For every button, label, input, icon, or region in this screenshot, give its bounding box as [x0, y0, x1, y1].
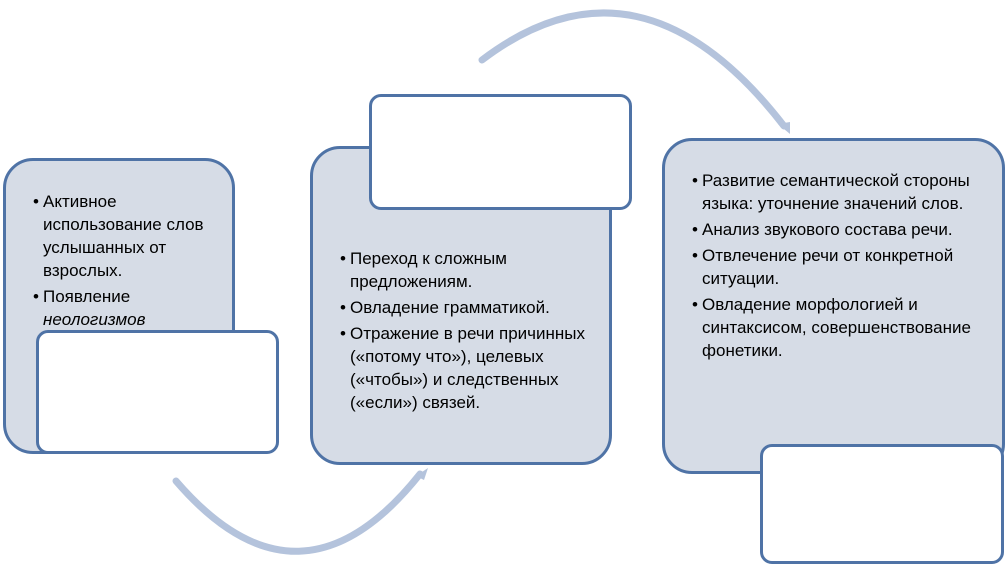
- stage-2-item: Овладение грамматикой.: [340, 296, 595, 319]
- stage-panel-3: Развитие семантической стороны языка: ут…: [662, 138, 1005, 474]
- curved-arrow-bottom: [172, 470, 424, 555]
- stage-1-item: Активное использование слов услышанных о…: [33, 190, 223, 282]
- stage-3-item: Овладение морфологией и синтаксисом, сов…: [692, 293, 987, 362]
- stage-3-item: Анализ звукового состава речи.: [692, 218, 987, 241]
- stage-1-list: Активное использование слов услышанных о…: [33, 190, 223, 334]
- stage-2-item: Отражение в речи причинных («потому что»…: [340, 322, 595, 414]
- empty-note-box-1: [36, 330, 279, 454]
- empty-note-box-3: [760, 444, 1004, 564]
- curved-arrow-top: [478, 9, 788, 130]
- arrowhead-bottom: [416, 468, 428, 480]
- stage-3-item: Отвлечение речи от конкретной ситуации.: [692, 244, 987, 290]
- arrowhead-top: [778, 122, 790, 134]
- empty-note-box-2: [369, 94, 632, 210]
- stage-1-item: Появление неологизмов: [33, 285, 223, 331]
- stage-2-item: Переход к сложным предложениям.: [340, 247, 595, 293]
- stage-2-list: Переход к сложным предложениям. Овладени…: [340, 247, 595, 417]
- stage-3-list: Развитие семантической стороны языка: ут…: [692, 169, 987, 365]
- stage-3-item: Развитие семантической стороны языка: ут…: [692, 169, 987, 215]
